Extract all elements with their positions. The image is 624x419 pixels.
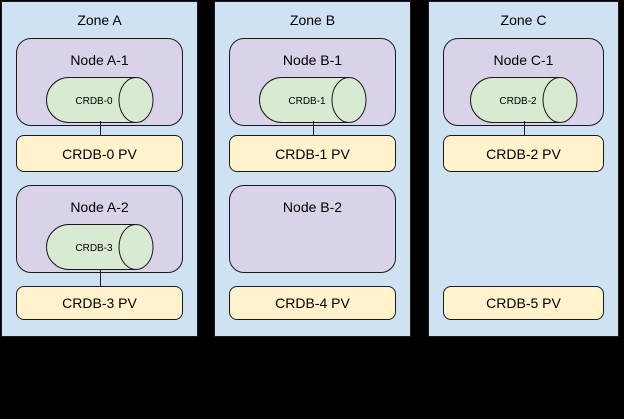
node-a2: Node A-2 CRDB-3 [16,185,183,273]
pod-a2-label: CRDB-3 [75,243,113,254]
node-b2-label: Node B-2 [282,199,343,215]
database-cylinder-icon: CRDB-2 [469,77,577,123]
pv-c1: CRDB-2 PV [443,135,604,172]
node-b1: Node B-1 CRDB-1 [229,38,396,126]
node-b2: Node B-2 [229,185,396,273]
zone-a: Zone A Node A-1 CRDB-0 CRDB-0 PV Node A-… [1,1,198,337]
node-c1-label: Node C-1 [493,52,554,68]
database-cylinder-icon: CRDB-1 [258,77,366,123]
pv-a1: CRDB-0 PV [16,135,183,172]
database-cylinder-icon: CRDB-3 [45,224,153,270]
pv-connector-line [523,121,525,136]
pv-connector-line [312,121,314,136]
node-a1: Node A-1 CRDB-0 [16,38,183,126]
zone-a-label: Zone A [77,12,122,28]
pv-b2: CRDB-4 PV [229,286,396,320]
pv-connector-line [99,270,101,287]
zone-c-label: Zone C [500,12,547,28]
pv-connector-line [99,121,101,136]
zone-c: Zone C Node C-1 CRDB-2 CRDB-2 PV CRDB-5 … [428,1,619,337]
node-a2-label: Node A-2 [70,199,129,215]
pv-b1: CRDB-1 PV [229,135,396,172]
node-b1-label: Node B-1 [282,52,343,68]
pod-a1-label: CRDB-0 [75,96,113,107]
database-cylinder-icon: CRDB-0 [45,77,153,123]
node-c1: Node C-1 CRDB-2 [443,38,604,126]
zone-b: Zone B Node B-1 CRDB-1 CRDB-1 PV Node B-… [214,1,411,337]
pv-a2: CRDB-3 PV [16,286,183,320]
pod-b1-label: CRDB-1 [288,96,326,107]
node-a1-label: Node A-1 [70,52,129,68]
pv-c2: CRDB-5 PV [443,286,604,320]
pod-c1-label: CRDB-2 [499,96,537,107]
zone-b-label: Zone B [289,12,336,28]
